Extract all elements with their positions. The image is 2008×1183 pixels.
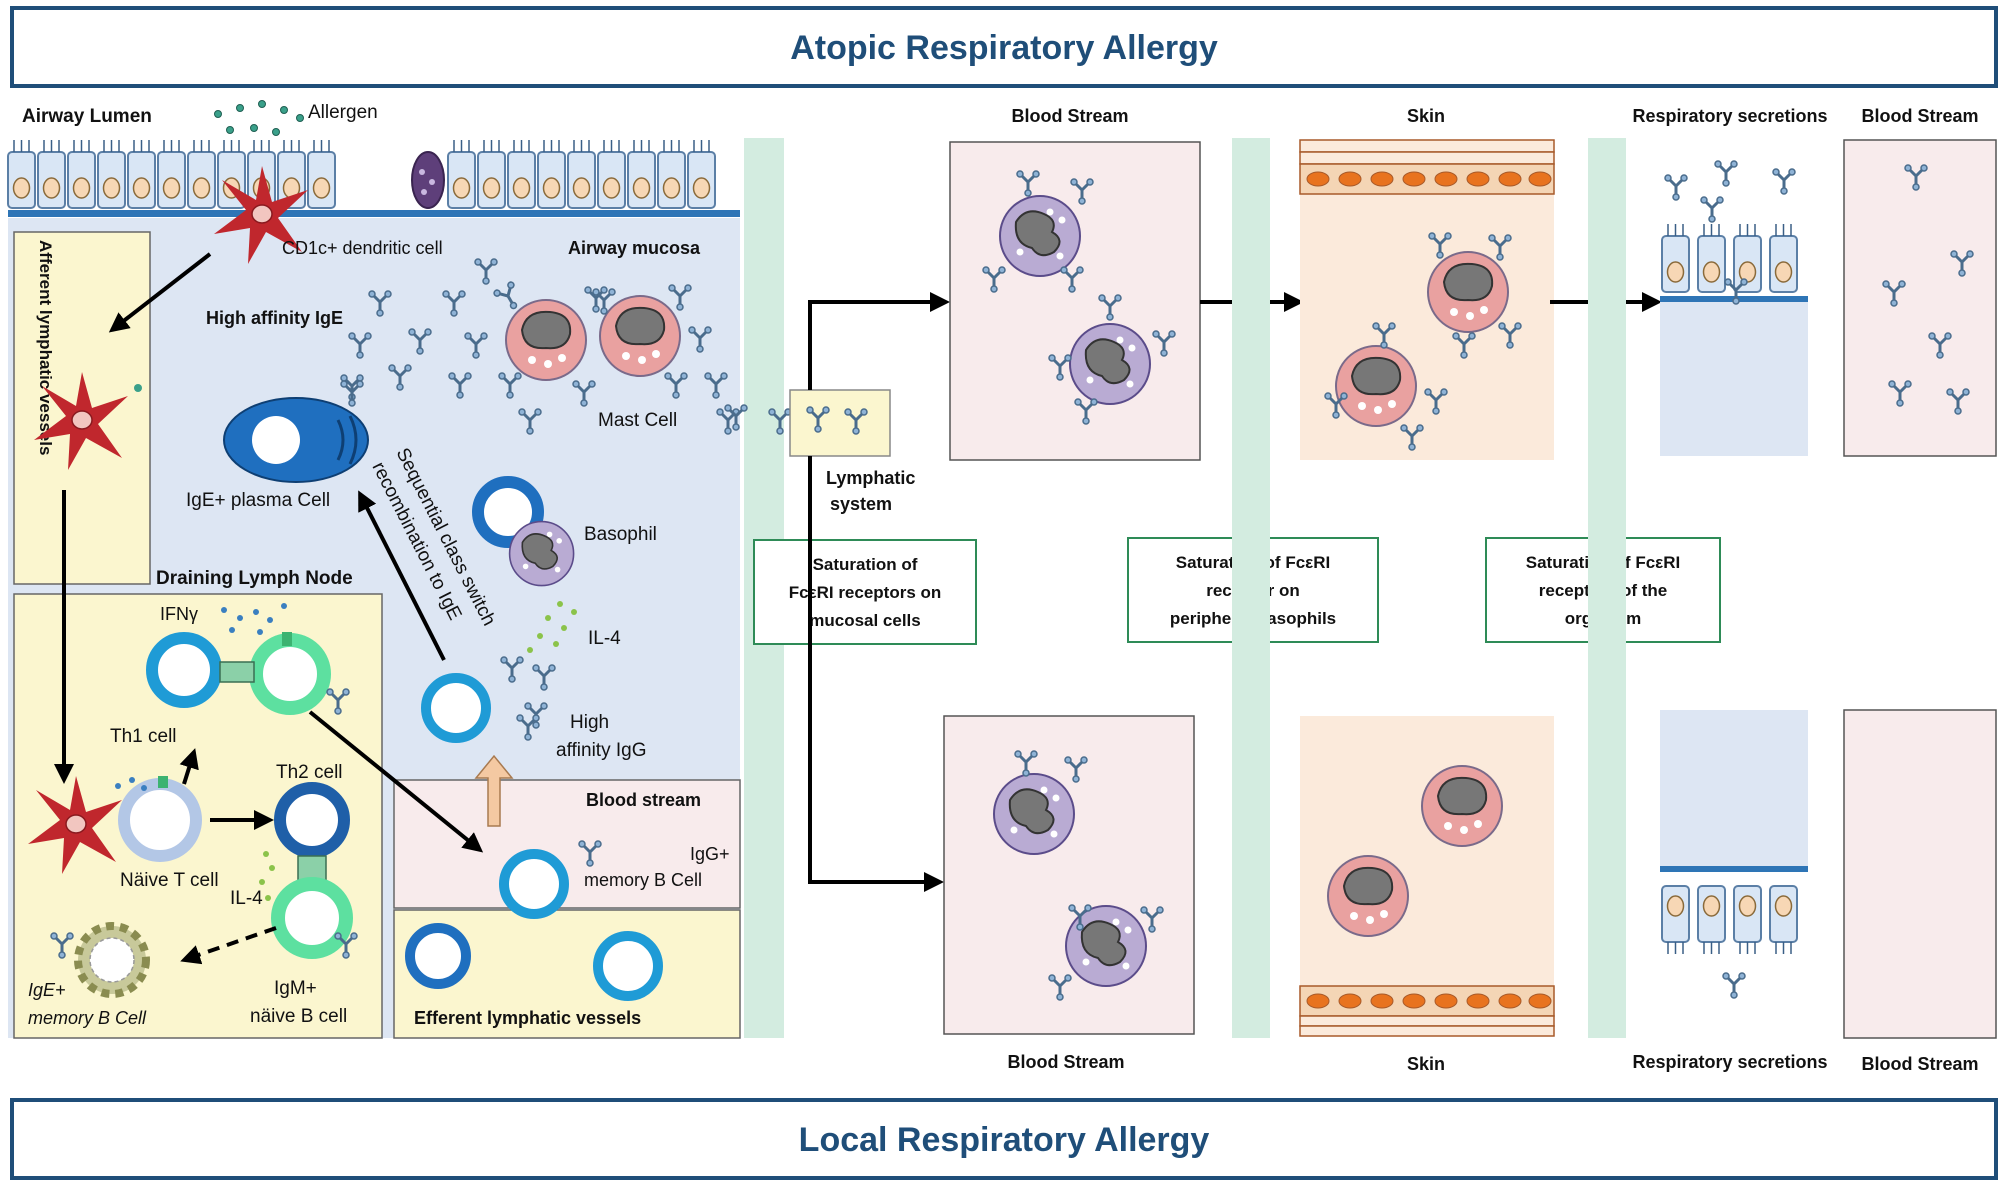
bottom-skin-cells xyxy=(1299,985,1555,1037)
dc-to-lymph-arrow xyxy=(108,252,212,333)
mucosa-igg-b-cell-icon xyxy=(421,673,491,743)
naive-t-cell-icon xyxy=(118,778,202,862)
ifn-particles xyxy=(221,603,287,635)
high-affinity-igg-label-1: High xyxy=(570,712,609,733)
plasma-cell-label: IgE+ plasma Cell xyxy=(186,490,330,511)
basophil-label: Basophil xyxy=(584,524,657,545)
igg-memory-label-2: memory B Cell xyxy=(584,870,702,890)
top-resp-panel xyxy=(1660,300,1808,456)
bottom-blood-panel xyxy=(943,715,1195,1035)
efferent-b-cell-icon-2 xyxy=(593,931,663,1001)
class-switch-arrow xyxy=(358,490,446,661)
igg-memory-label-1: IgG+ xyxy=(690,844,730,864)
top-skin-mast-cell-1 xyxy=(1427,251,1509,333)
mast-cell-label: Mast Cell xyxy=(598,410,677,431)
airway-mucosa-label: Airway mucosa xyxy=(568,238,701,258)
plasma-cell-icon xyxy=(223,379,369,483)
airway-epithelium xyxy=(7,139,740,217)
top-blood2-label: Blood Stream xyxy=(1861,106,1978,126)
bottom-resp-label: Respiratory secretions xyxy=(1632,1052,1827,1072)
green-divider-3 xyxy=(1588,138,1626,1038)
lymph-to-blood-arrow xyxy=(308,710,484,853)
top-blood-panel xyxy=(949,141,1201,461)
bottom-blood2-label: Blood Stream xyxy=(1861,1054,1978,1074)
lymphatic-label-2: system xyxy=(830,494,892,514)
th1-cell-icon xyxy=(146,632,222,708)
top-blood-basophil-1 xyxy=(999,195,1081,277)
ige-memory-label-2: memory B Cell xyxy=(28,1008,147,1028)
lymphatic-system-box xyxy=(789,389,891,457)
th1-arrow xyxy=(179,748,199,785)
th1-cell-label: Th1 cell xyxy=(110,726,177,747)
top-resp-label: Respiratory secretions xyxy=(1632,106,1827,126)
dendritic-cell-label: CD1c+ dendritic cell xyxy=(282,238,443,258)
top-resp-epithelium xyxy=(1660,159,1808,306)
top-banner-title: Atopic Respiratory Allergy xyxy=(790,29,1218,67)
mast-cell-icon-2 xyxy=(599,295,681,377)
top-blood-basophil-2 xyxy=(1069,323,1151,405)
il4-mucosa-label: IL-4 xyxy=(588,628,621,649)
top-skin-mast-cell-2 xyxy=(1335,345,1417,427)
igm-label-1: IgM+ xyxy=(274,978,317,999)
ige-switch-dashed-arrow xyxy=(180,926,277,965)
ige-memory-label-1: IgE+ xyxy=(28,980,66,1000)
mast-cell-icon xyxy=(505,299,587,381)
branch-line-top xyxy=(808,292,950,390)
top-skin-cells xyxy=(1299,139,1555,195)
th2-cell-label: Th2 cell xyxy=(276,762,343,783)
top-blood-label: Blood Stream xyxy=(1011,106,1128,126)
allergen-label: Allergen xyxy=(308,102,378,123)
il4-particles xyxy=(527,601,577,653)
efferent-lymphatic-label: Efferent lymphatic vessels xyxy=(414,1008,641,1028)
lymphatic-label-1: Lymphatic xyxy=(826,468,915,488)
high-affinity-ige-label: High affinity IgE xyxy=(206,308,343,328)
mucosa-blood-stream-box xyxy=(393,779,741,909)
green-divider-2 xyxy=(1232,138,1270,1038)
efferent-b-cell-icon xyxy=(405,923,471,989)
lymph-node-title: Draining Lymph Node xyxy=(156,568,353,589)
svg-text:FcεRI receptors on: FcεRI receptors on xyxy=(789,583,942,602)
mucosa-blood-stream-label: Blood stream xyxy=(586,790,701,810)
naive-t-cell-label: Näive T cell xyxy=(120,870,219,891)
high-affinity-igg-label-2: affinity IgG xyxy=(556,740,646,761)
bottom-resp-panel xyxy=(1660,710,1808,866)
bottom-blood-basophil-1 xyxy=(993,773,1075,855)
airway-lumen-label: Airway Lumen xyxy=(22,106,152,127)
il4-lymph-label: IL-4 xyxy=(230,888,263,909)
mucosa-basophil-icon xyxy=(508,520,575,587)
igm-naive-b-cell-icon xyxy=(271,877,353,959)
bottom-skin-label: Skin xyxy=(1407,1054,1445,1074)
top-banner-box xyxy=(10,6,1998,88)
svg-text:mucosal cells: mucosal cells xyxy=(809,611,921,630)
afferent-lymphatic-label: Afferent lymphatic vessels xyxy=(36,240,55,455)
bottom-blood2-panel xyxy=(1843,709,1997,1039)
svg-text:Saturation of: Saturation of xyxy=(813,555,918,574)
allergen-particles xyxy=(214,100,304,136)
top-skin-label: Skin xyxy=(1407,106,1445,126)
bottom-blood-label: Blood Stream xyxy=(1007,1052,1124,1072)
bottom-skin-mast-cell-2 xyxy=(1327,855,1409,937)
bottom-blood-basophil-2 xyxy=(1065,905,1147,987)
bottom-resp-epithelium xyxy=(1660,866,1808,1000)
igm-label-2: näive B cell xyxy=(250,1006,347,1027)
th2-cell-icon xyxy=(274,782,350,858)
th1-partner-b-cell-icon xyxy=(249,633,331,715)
bottom-banner-title: Local Respiratory Allergy xyxy=(799,1121,1210,1159)
saturation-box-mucosal: Saturation of FcεRI receptors on mucosal… xyxy=(753,539,977,645)
bottom-skin-mast-cell-1 xyxy=(1421,765,1503,847)
branch-line-bottom xyxy=(808,456,944,892)
top-blood2-panel xyxy=(1843,139,1997,457)
b-cell-migration-arrow xyxy=(474,754,514,827)
blood-igg-b-cell-icon xyxy=(499,849,569,919)
ifn-gamma-label: IFNγ xyxy=(160,604,198,624)
bottom-banner-box xyxy=(10,1098,1998,1180)
